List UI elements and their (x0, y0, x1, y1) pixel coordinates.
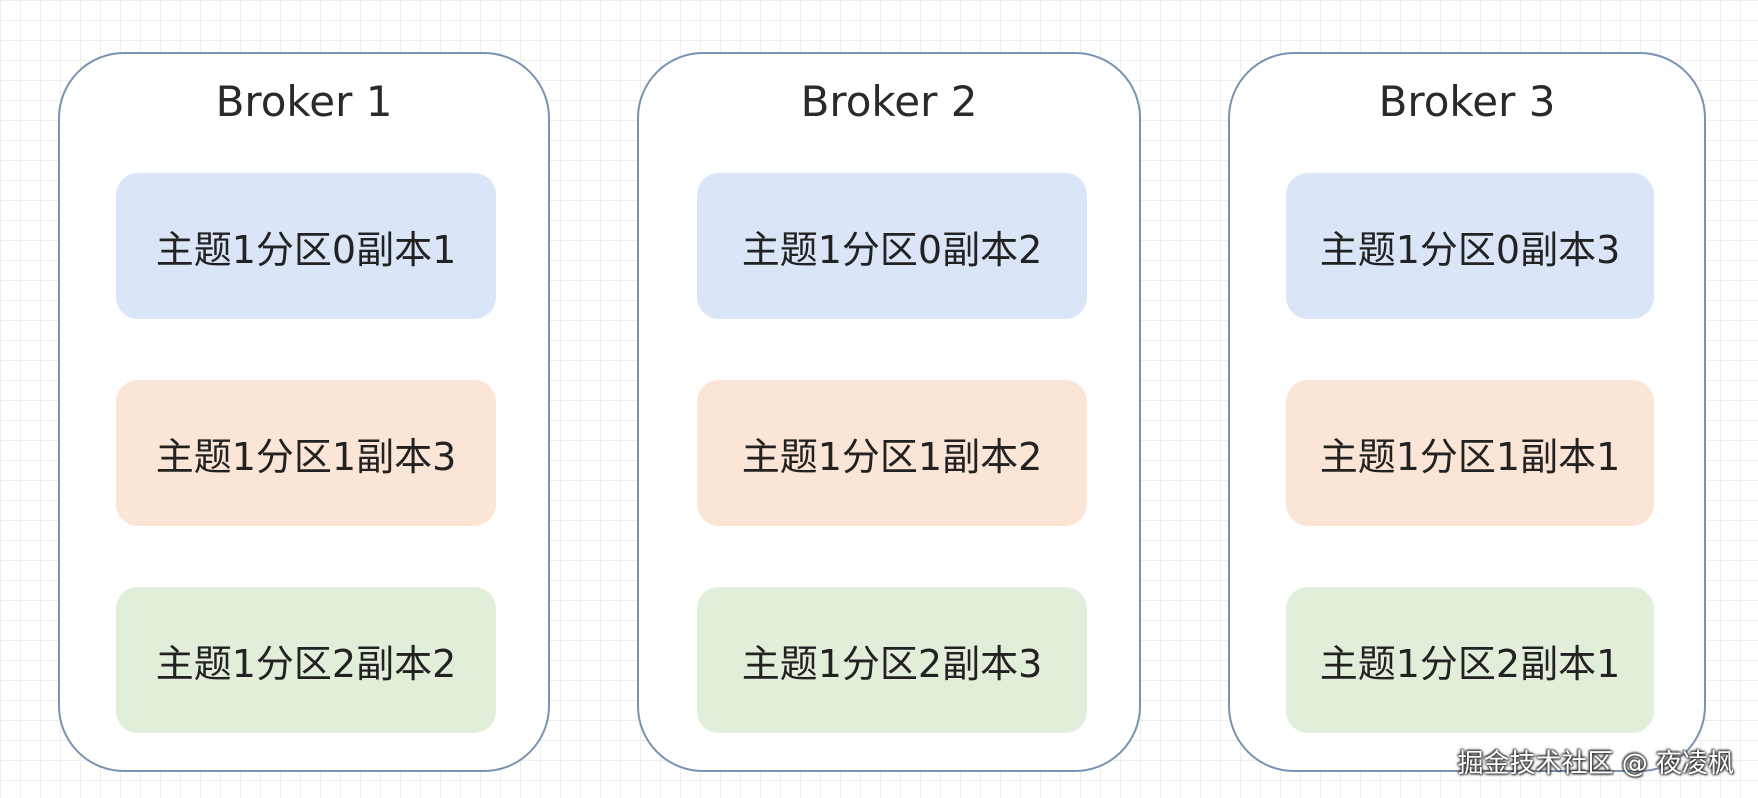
replica-block: 主题1分区1副本1 (1286, 380, 1654, 526)
replica-block: 主题1分区0副本2 (697, 173, 1087, 319)
replica-block: 主题1分区0副本3 (1286, 173, 1654, 319)
broker-1-box: Broker 1 主题1分区0副本1 主题1分区1副本3 主题1分区2副本2 (58, 52, 550, 772)
replica-block: 主题1分区0副本1 (116, 173, 496, 319)
broker-title: Broker 2 (800, 77, 978, 126)
broker-2-box: Broker 2 主题1分区0副本2 主题1分区1副本2 主题1分区2副本3 (637, 52, 1141, 772)
replica-block: 主题1分区2副本1 (1286, 587, 1654, 733)
watermark: 掘金技术社区 @ 夜凌枫 (1457, 749, 1734, 779)
broker-3-box: Broker 3 主题1分区0副本3 主题1分区1副本1 主题1分区2副本1 (1228, 52, 1706, 772)
replica-block: 主题1分区2副本3 (697, 587, 1087, 733)
replica-block: 主题1分区1副本2 (697, 380, 1087, 526)
broker-title: Broker 3 (1378, 77, 1556, 126)
broker-title: Broker 1 (215, 77, 393, 126)
replica-block: 主题1分区1副本3 (116, 380, 496, 526)
replica-block: 主题1分区2副本2 (116, 587, 496, 733)
